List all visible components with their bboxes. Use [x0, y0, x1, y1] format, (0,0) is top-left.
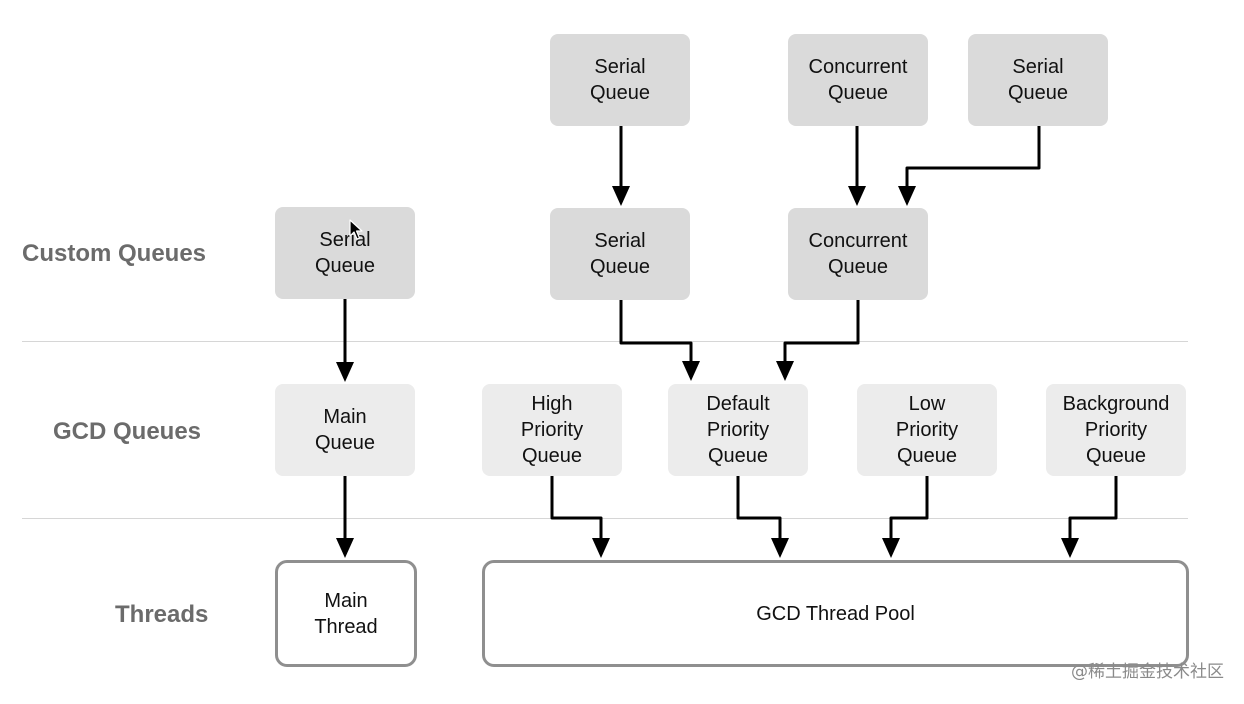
arrowhead [336, 538, 354, 558]
arrow-high-to-pool [550, 476, 603, 540]
arrowhead [336, 362, 354, 382]
arrowhead [771, 538, 789, 558]
arrow-concurrent-to-default [783, 300, 860, 363]
box-line: Queue [314, 432, 376, 454]
box-line: Main [323, 406, 367, 428]
top-concurrent-queue: Concurrent Queue [788, 34, 928, 126]
box-line: Priority [1084, 419, 1148, 441]
arrow-background-to-pool [1068, 476, 1118, 540]
arrowhead [1061, 538, 1079, 558]
box-line: Background [1062, 393, 1170, 415]
arrowhead [682, 361, 700, 381]
gcd-main-queue: Main Queue [275, 384, 415, 476]
arrowhead [882, 538, 900, 558]
watermark: @稀土掘金技术社区 [1071, 662, 1224, 682]
arrowhead [898, 186, 916, 206]
arrow-low-to-pool [889, 476, 929, 540]
box-line: Queue [589, 82, 651, 104]
box-line: Queue [521, 445, 583, 467]
box-line: Low [908, 393, 946, 415]
arrowhead [612, 186, 630, 206]
custom-serial-queue-main: Serial Queue [275, 207, 415, 299]
box-line: Serial [594, 230, 646, 252]
box-line: GCD Thread Pool [756, 602, 915, 625]
box-line: High [531, 393, 573, 415]
box-line: Priority [895, 419, 959, 441]
row-label-threads: Threads [115, 601, 209, 628]
box-line: Queue [707, 445, 769, 467]
arrow-serial-to-default [619, 300, 693, 363]
arrow-default-to-pool [736, 476, 782, 540]
box-line: Serial [1012, 56, 1064, 78]
box-line: Queue [314, 255, 376, 277]
row-label-gcd-queues: GCD Queues [53, 418, 202, 445]
custom-serial-queue: Serial Queue [550, 208, 690, 300]
box-line: Default [706, 393, 770, 415]
row-label-custom-queues: Custom Queues [22, 240, 207, 267]
box-line: Priority [706, 419, 770, 441]
custom-concurrent-queue: Concurrent Queue [788, 208, 928, 300]
gcd-thread-pool: GCD Thread Pool [482, 560, 1189, 667]
gcd-low-priority-queue: Low Priority Queue [857, 384, 997, 476]
divider-gcd-threads [22, 518, 1188, 519]
box-line: Queue [1085, 445, 1147, 467]
gcd-background-priority-queue: Background Priority Queue [1046, 384, 1186, 476]
box-line: Queue [589, 256, 651, 278]
arrow-top-serial2-to-concurrent [905, 126, 1041, 188]
box-line: Priority [520, 419, 584, 441]
box-line: Serial [594, 56, 646, 78]
box-line: Queue [896, 445, 958, 467]
box-line: Queue [827, 82, 889, 104]
top-serial-queue-2: Serial Queue [968, 34, 1108, 126]
divider-custom-gcd [22, 341, 1188, 342]
box-line: Concurrent [808, 230, 908, 252]
gcd-default-priority-queue: Default Priority Queue [668, 384, 808, 476]
mouse-cursor-icon [349, 219, 363, 240]
box-line: Queue [1007, 82, 1069, 104]
box-line: Concurrent [808, 56, 908, 78]
arrowhead [592, 538, 610, 558]
box-line: Queue [827, 256, 889, 278]
top-serial-queue-1: Serial Queue [550, 34, 690, 126]
box-line: Main [324, 589, 368, 612]
arrowhead [776, 361, 794, 381]
arrowhead [848, 186, 866, 206]
gcd-high-priority-queue: High Priority Queue [482, 384, 622, 476]
main-thread: Main Thread [275, 560, 417, 667]
box-line: Thread [314, 615, 378, 638]
